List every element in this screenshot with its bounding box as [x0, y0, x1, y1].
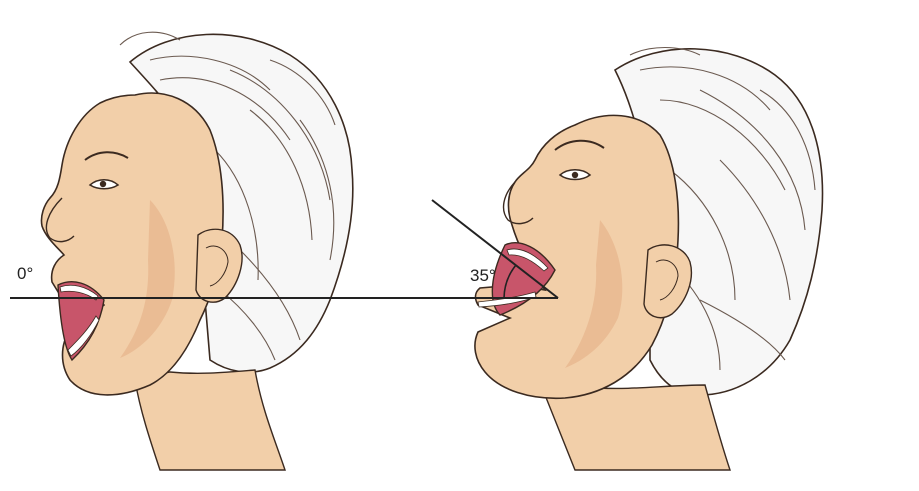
left-pupil [100, 181, 106, 187]
angle-label-left: 0° [17, 264, 33, 284]
right-head [475, 48, 823, 471]
left-neck [135, 370, 285, 470]
left-head [41, 32, 352, 470]
right-pupil [572, 172, 578, 178]
angle-label-right: 35° [470, 266, 496, 286]
